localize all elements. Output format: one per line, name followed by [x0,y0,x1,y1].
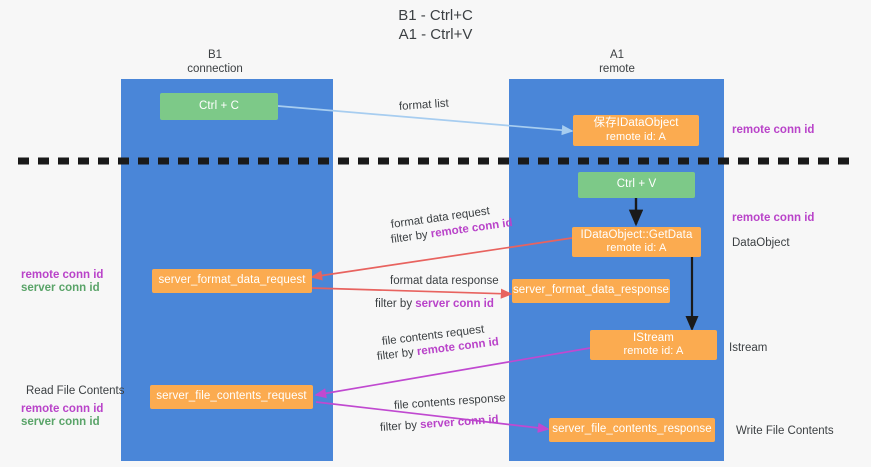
side-label-left-remote-conn-id-bottom: remote conn id [21,403,104,415]
node-server-file-contents-request[interactable]: server_file_contents_request [150,385,313,409]
node-server-file-contents-response-label: server_file_contents_response [552,423,712,436]
side-label-write-file-contents: Write File Contents [736,425,834,437]
node-server-file-contents-request-label: server_file_contents_request [156,390,307,403]
flow-label-format-data-response-filter-prefix: filter by [375,298,416,310]
node-server-format-data-response[interactable]: server_format_data_response [512,279,670,303]
arrow-format-data-response [311,287,513,299]
side-label-left-remote-conn-id-mid: remote conn id [21,269,104,281]
flow-label-file-contents-response-filter-key: server conn id [419,413,500,432]
node-istream-sub: remote id: A [623,345,684,357]
arrow-file-contents-request [314,347,591,399]
flow-label-file-contents-response: file contents response [393,392,507,412]
column-header-b1: B1 connection [160,48,270,76]
node-save-idataobject-label: 保存IDataObject [593,117,679,129]
arrow-file-contents-response [315,401,550,433]
flow-label-file-contents-response-filter: filter by server conn id [380,414,499,434]
node-ctrl-c-label: Ctrl + C [198,99,240,112]
node-server-file-contents-response[interactable]: server_file_contents_response [549,418,715,442]
side-label-left-server-conn-id-mid: server conn id [21,282,100,294]
diagram-title: B1 - Ctrl+C A1 - Ctrl+V [0,6,871,44]
flow-label-format-data-request-filter-prefix: filter by [390,228,432,246]
node-ctrl-c[interactable]: Ctrl + C [160,93,278,120]
node-idataobject-getdata-sub: remote id: A [606,242,667,254]
node-idataobject-getdata-label: IDataObject::GetData [580,228,693,241]
side-label-remote-conn-id-mid: remote conn id [732,212,815,224]
side-label-read-file-contents: Read File Contents [26,385,125,397]
node-server-format-data-request[interactable]: server_format_data_request [152,269,312,293]
node-ctrl-v-label: Ctrl + V [616,178,657,191]
node-istream-label: IStream [633,331,674,344]
side-label-remote-conn-id-top: remote conn id [732,124,815,136]
node-server-format-data-request-label: server_format_data_request [158,274,306,287]
node-save-idataobject-sub: remote id: A [606,130,666,143]
column-header-b1-name: B1 [207,49,223,61]
arrow-format-list [277,105,574,136]
arrow-format-data-request [310,237,573,281]
column-header-a1-role: remote [599,63,635,75]
node-istream[interactable]: IStream remote id: A [590,330,717,360]
flow-label-format-list: format list [398,97,450,113]
node-idataobject-getdata[interactable]: IDataObject::GetData remote id: A [572,227,701,257]
diagram-title-line-1: B1 - Ctrl+C [398,7,473,24]
node-save-idataobject[interactable]: 保存IDataObject remote id: A [573,115,699,146]
column-header-a1-name: A1 [609,49,625,61]
column-header-a1: A1 remote [562,48,672,76]
side-label-istream: Istream [729,342,768,354]
node-server-format-data-response-label: server_format_data_response [512,284,670,297]
flow-label-format-data-response-filter-key: server conn id [415,298,494,310]
flow-label-format-data-response-filter: filter by server conn id [375,298,494,310]
flow-label-file-contents-request-filter-prefix: filter by [376,346,418,363]
side-label-dataobject: DataObject [732,237,790,249]
node-ctrl-v[interactable]: Ctrl + V [578,172,695,198]
flow-label-file-contents-response-filter-prefix: filter by [379,419,421,434]
diagram-title-line-2: A1 - Ctrl+V [398,26,473,43]
side-label-left-server-conn-id-bottom: server conn id [21,416,100,428]
column-header-b1-role: connection [187,63,243,75]
flow-label-format-data-response: format data response [390,275,499,287]
